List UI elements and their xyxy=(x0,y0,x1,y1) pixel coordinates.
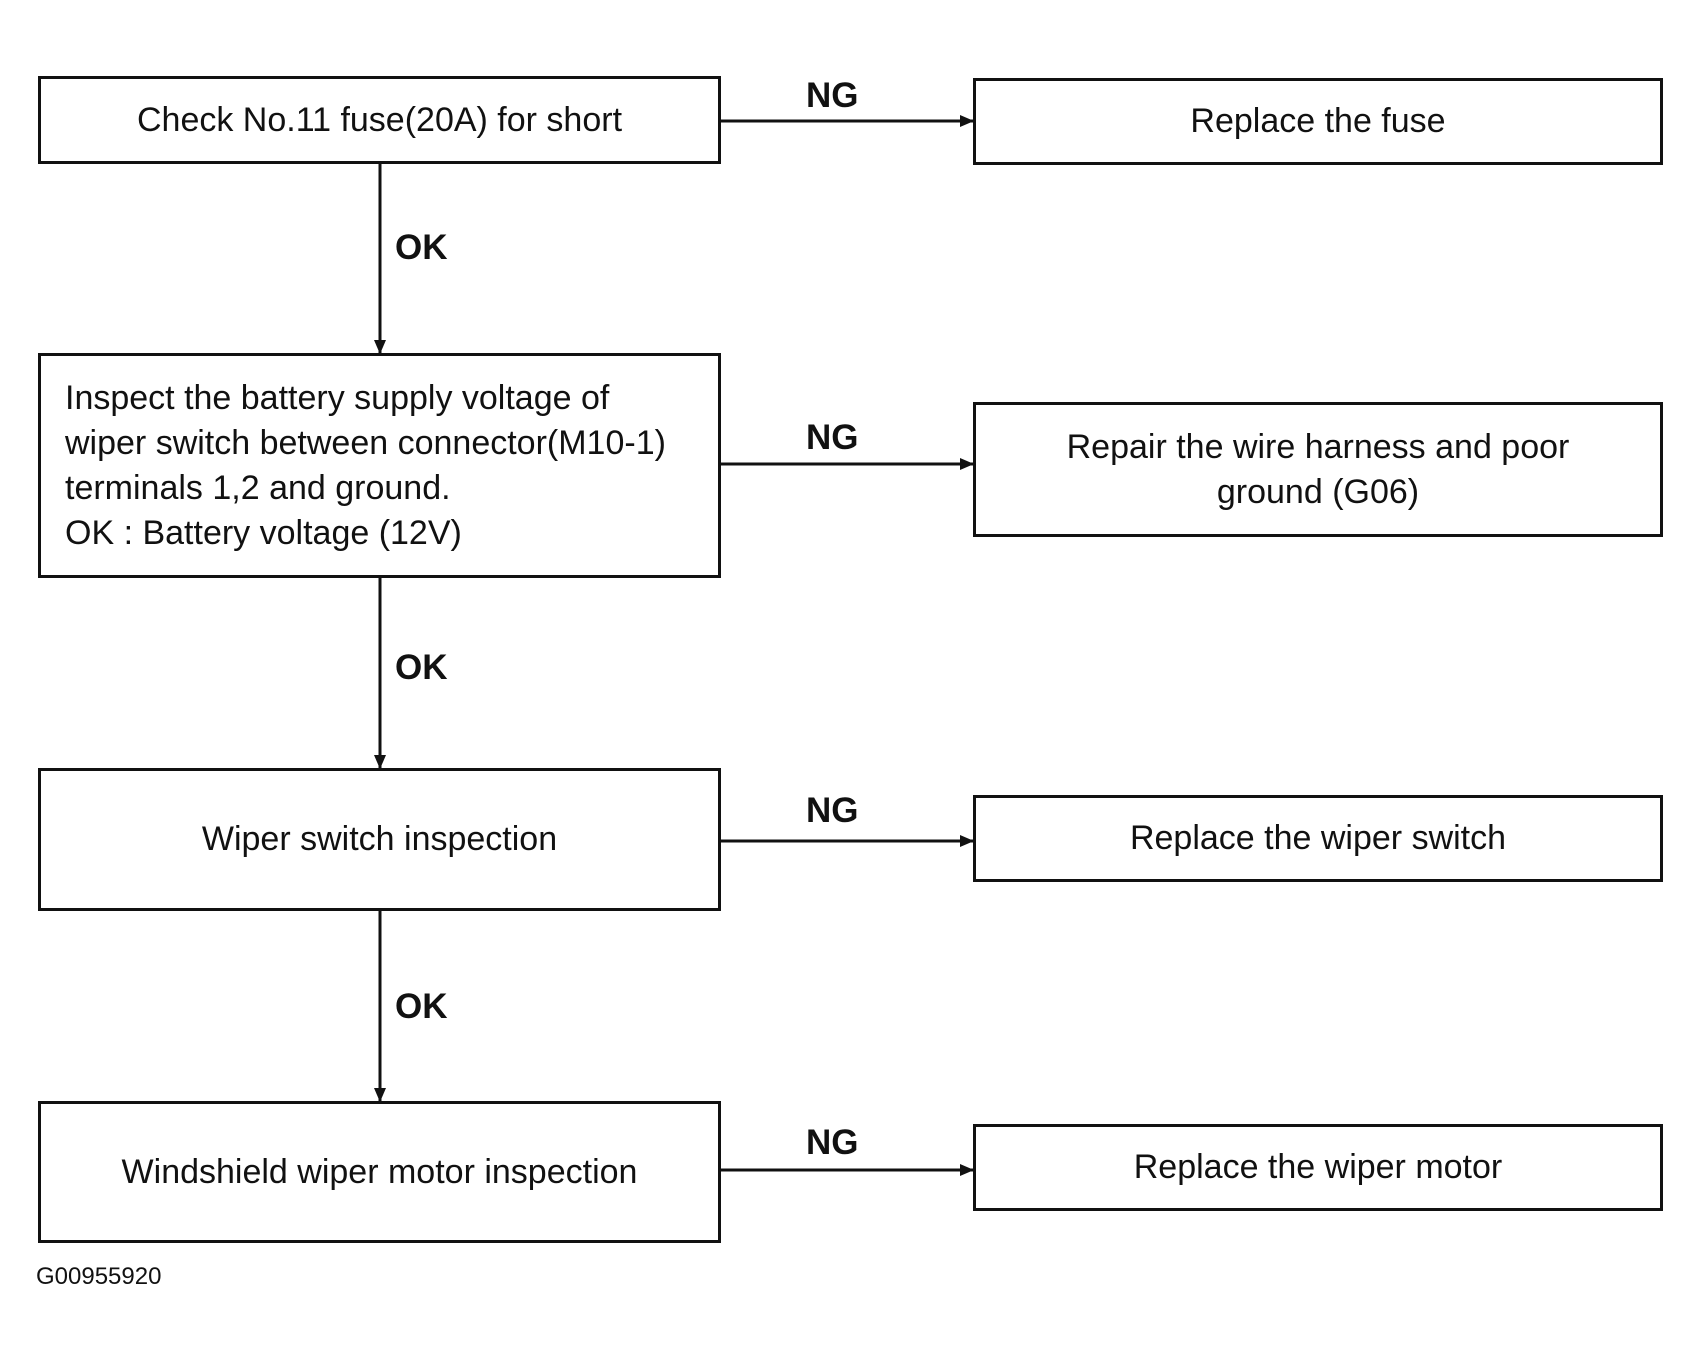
step-1-check-text: Check No.11 fuse(20A) for short xyxy=(136,100,623,139)
ng-label-4: NG xyxy=(806,1123,859,1162)
ng-label-3: NG xyxy=(806,791,859,830)
step-2-check-line: OK : Battery voltage (12V) xyxy=(65,513,462,552)
step-2-check-line: wiper switch between connector(M10-1) xyxy=(65,423,666,462)
step-4-check-text: Windshield wiper motor inspection xyxy=(121,1152,638,1191)
step-4-ng-action-text: Replace the wiper motor xyxy=(1133,1148,1503,1186)
step-3-ng-action-text: Replace the wiper switch xyxy=(1129,819,1507,857)
step-2-ng-action-line: ground (G06) xyxy=(1216,472,1420,511)
step-1-ng-action-box: Replace the fuse xyxy=(973,78,1663,165)
step-3-check-text: Wiper switch inspection xyxy=(201,820,558,858)
ok-label-3: OK xyxy=(395,987,448,1026)
step-2-check-text: Inspect the battery supply voltage of wi… xyxy=(65,376,666,556)
ng-label-2: NG xyxy=(806,418,859,457)
step-2-ng-action-line: Repair the wire harness and poor xyxy=(1066,427,1570,466)
ng-label-1: NG xyxy=(806,76,859,115)
step-2-check-box: Inspect the battery supply voltage of wi… xyxy=(38,353,721,578)
step-3-check-box: Wiper switch inspection xyxy=(38,768,721,911)
step-1-check-box: Check No.11 fuse(20A) for short xyxy=(38,76,721,164)
step-4-check-box: Windshield wiper motor inspection xyxy=(38,1101,721,1243)
step-2-check-line: Inspect the battery supply voltage of xyxy=(65,378,610,417)
step-2-check-line: terminals 1,2 and ground. xyxy=(65,468,451,507)
step-1-ng-action-text: Replace the fuse xyxy=(1190,102,1446,140)
figure-id: G00955920 xyxy=(36,1263,162,1290)
step-2-ng-action-box: Repair the wire harness and poor ground … xyxy=(973,402,1663,537)
ok-label-2: OK xyxy=(395,648,448,687)
step-4-ng-action-box: Replace the wiper motor xyxy=(973,1124,1663,1211)
step-2-ng-action-text: Repair the wire harness and poor ground … xyxy=(1067,425,1570,515)
ok-label-1: OK xyxy=(395,228,448,267)
step-3-ng-action-box: Replace the wiper switch xyxy=(973,795,1663,882)
